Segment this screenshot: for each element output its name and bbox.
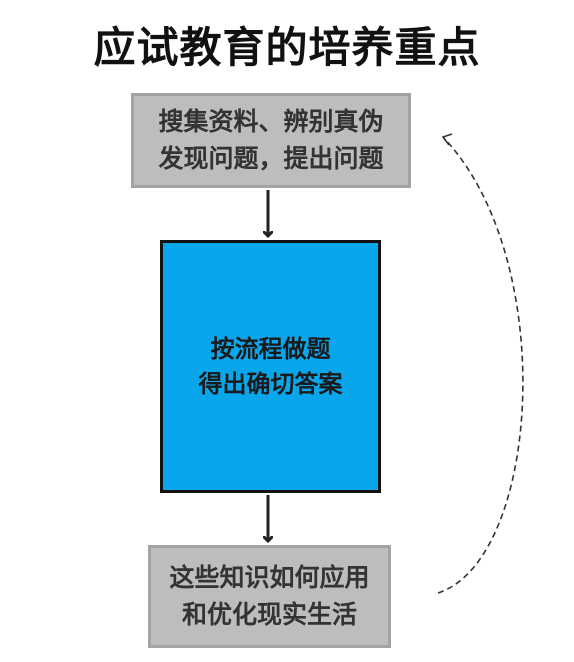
step-apply-line1: 这些知识如何应用	[169, 563, 370, 593]
step-solve-box: 按流程做题 得出确切答案	[160, 240, 381, 493]
step-solve-line1: 按流程做题	[210, 333, 331, 363]
step-gather-line2: 发现问题，提出问题	[158, 143, 384, 173]
step-solve-line2: 得出确切答案	[198, 368, 343, 398]
step-gather-line1: 搜集资料、辨别真伪	[158, 107, 384, 137]
step-apply-box: 这些知识如何应用 和优化现实生活	[148, 545, 391, 648]
page-title: 应试教育的培养重点	[93, 23, 481, 72]
step-gather-box: 搜集资料、辨别真伪 发现问题，提出问题	[131, 93, 411, 188]
feedback-loop-dashed-arrow	[437, 136, 524, 594]
step-apply-line2: 和优化现实生活	[181, 599, 357, 629]
feedback-loop-arrowhead	[441, 133, 453, 146]
